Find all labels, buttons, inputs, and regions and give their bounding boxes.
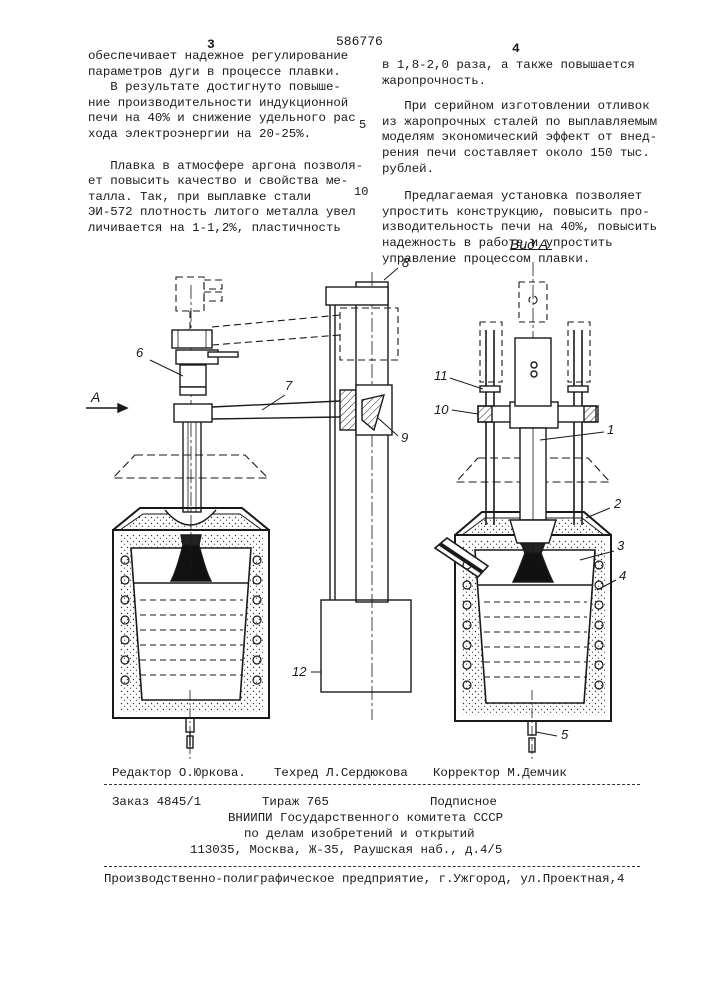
right-text-column: в 1,8-2,0 раза, а также повышается жароп… <box>382 58 657 267</box>
circulation: Тираж 765 <box>262 795 329 809</box>
line-number-10: 10 <box>354 185 369 199</box>
document-number: 586776 <box>336 34 383 49</box>
text-line: личивается на 1-1,2%, пластичность <box>88 220 341 235</box>
text-line: печи на 40% и снижение удельного рас <box>88 111 356 126</box>
order-number: Заказ 4845/1 <box>112 795 202 809</box>
figure-label-10: 10 <box>434 402 449 417</box>
line-number-5: 5 <box>359 118 367 132</box>
text-line: обеспечивает надежное регулирование <box>88 49 349 63</box>
text-line: В результате достигнуто повыше- <box>88 80 341 95</box>
techred-credit: Техред Л.Сердюкова <box>274 766 408 780</box>
text-line: упростить конструкцию, повысить про- <box>382 204 650 219</box>
text-line: управление процессом плавки. <box>382 251 591 266</box>
text-line: рения печи составляет около 150 тыс. <box>382 145 650 160</box>
subscription: Подписное <box>430 795 497 809</box>
page-number-left: 3 <box>207 37 215 52</box>
figure-label-2: 2 <box>614 496 622 511</box>
text-line: рублей. <box>382 161 435 176</box>
footer-divider-bottom <box>104 866 640 867</box>
text-line: ние производительности индукционной <box>88 95 349 110</box>
figure-label-8: 8 <box>402 255 410 270</box>
figure-label-1: 1 <box>607 422 615 437</box>
text-line: изводительность печи на 40%, повысить <box>382 220 658 235</box>
figure-label-7: 7 <box>285 378 293 393</box>
figure-label-3: 3 <box>617 538 625 553</box>
figure-label-4: 4 <box>619 568 627 583</box>
text-line: в 1,8-2,0 раза, а также повышается <box>382 58 635 72</box>
publisher-dept: по делам изобретений и открытий <box>244 827 475 841</box>
text-line: жаропрочность. <box>382 73 487 88</box>
right-electrode-assembly <box>477 262 599 560</box>
view-label-underline <box>510 249 552 250</box>
text-line: Предлагаемая установка позволяет <box>382 189 643 204</box>
text-line: хода электроэнергии на 20-25%. <box>88 126 312 141</box>
figure-label-5: 5 <box>561 727 569 742</box>
publisher-org: ВНИИПИ Государственного комитета СССР <box>228 811 504 825</box>
support-column <box>320 272 412 720</box>
text-line: Плавка в атмосфере аргона позволя- <box>88 158 364 173</box>
view-arrow <box>86 402 129 414</box>
text-line: параметров дуги в процессе плавки. <box>88 64 341 79</box>
left-electrode-assembly <box>111 276 341 570</box>
corrector-credit: Корректор М.Демчик <box>433 766 567 780</box>
page-number-right: 4 <box>512 41 520 56</box>
footer-divider-top <box>104 784 640 785</box>
text-line: моделям экономический эффект от внед- <box>382 130 658 145</box>
view-label: Вид А <box>510 236 549 252</box>
text-line: ет повысить качество и свойства ме- <box>88 174 349 189</box>
left-text-column: обеспечивает надежное регулирование пара… <box>88 49 363 237</box>
editor-credit: Редактор О.Юркова. <box>112 766 246 780</box>
figure-label-11: 11 <box>434 368 448 383</box>
label-leaders <box>149 267 617 737</box>
text-line: При серийном изготовлении отливок <box>382 99 650 114</box>
text-line: надежность в работе и упростить <box>382 235 613 250</box>
figure-label-12: 12 <box>292 664 307 679</box>
printer-line: Производственно-полиграфическое предприя… <box>104 872 625 886</box>
figure-label-9: 9 <box>401 430 409 445</box>
text-line: ЭИ-572 плотность литого металла увел <box>88 205 356 220</box>
publisher-address: 113035, Москва, Ж-35, Раушская наб., д.4… <box>190 843 503 857</box>
text-line: из жаропрочных сталей по выплавляемым <box>382 114 658 129</box>
figure-label-6: 6 <box>136 345 144 360</box>
arrow-label: А <box>91 389 101 405</box>
text-line: талла. Так, при выплавке стали <box>88 189 312 204</box>
